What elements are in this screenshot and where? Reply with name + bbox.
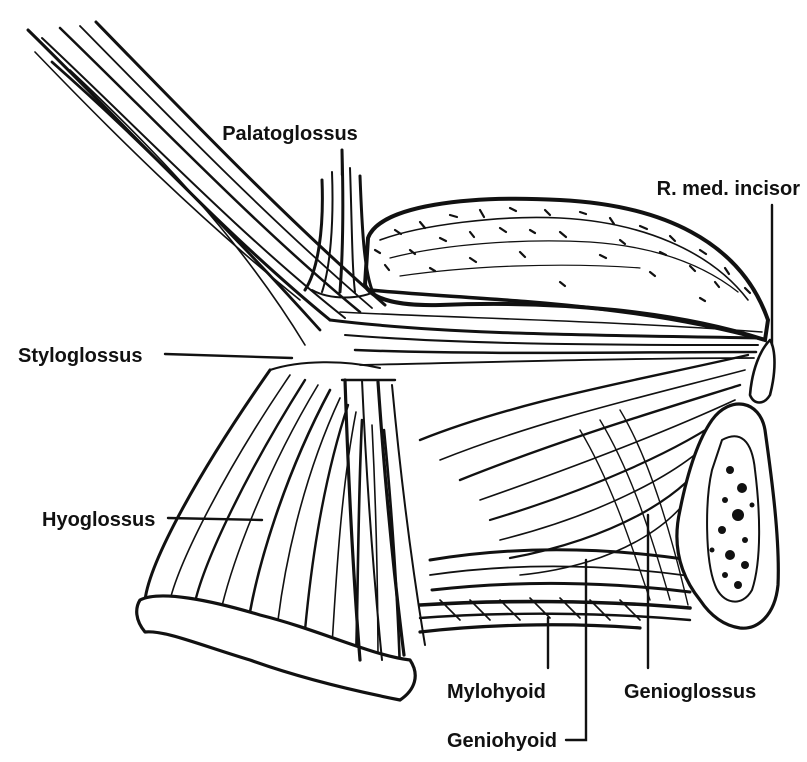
- vertical-strap: [340, 378, 426, 662]
- label-palatoglossus: Palatoglossus: [222, 123, 358, 145]
- label-mylohyoid: Mylohyoid: [447, 681, 546, 703]
- styloglossus-muscle: [26, 20, 763, 366]
- label-styloglossus: Styloglossus: [18, 345, 142, 367]
- leader-lines: [163, 148, 774, 742]
- label-genioglossus: Genioglossus: [624, 681, 756, 703]
- mandible-section: [675, 338, 780, 630]
- hyoid-bone: [135, 594, 417, 702]
- leader-hyoglossus: [166, 516, 264, 522]
- geniohyoid-muscle: [428, 548, 692, 594]
- leader-geniohyoid: [564, 558, 588, 742]
- mylohyoid-muscle: [418, 597, 692, 634]
- leader-styloglossus: [163, 352, 294, 360]
- label-hyoglossus: Hyoglossus: [42, 509, 155, 531]
- tongue-dorsum: [362, 196, 771, 343]
- label-geniohyoid: Geniohyoid: [447, 730, 557, 752]
- label-r-med-incisor: R. med. incisor: [657, 178, 801, 200]
